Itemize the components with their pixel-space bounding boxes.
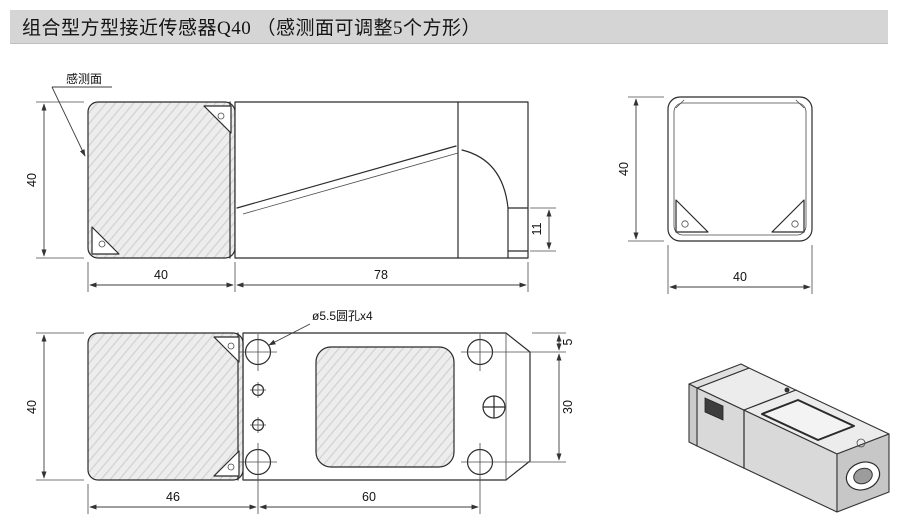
side-dim-step-text: 11 bbox=[530, 222, 544, 235]
front-corner-mark-left bbox=[675, 199, 709, 233]
front-face-outline bbox=[667, 96, 813, 242]
side-dim-height-text: 40 bbox=[25, 173, 39, 187]
top-dim-hole-spacing-text: 60 bbox=[362, 490, 376, 504]
front-face-inner bbox=[673, 102, 807, 236]
top-dim-head-width-text: 46 bbox=[166, 490, 180, 504]
hole-callout-label: ø5.5圆孔x4 bbox=[312, 309, 373, 323]
side-dim-step: 11 bbox=[530, 207, 556, 252]
iso-face-bezel-side bbox=[688, 383, 698, 447]
side-corner-mark-bottom bbox=[91, 226, 120, 255]
connector-bore bbox=[853, 467, 873, 485]
mounting-hole-top-left bbox=[239, 334, 277, 371]
side-dim-head-width-text: 40 bbox=[154, 268, 168, 282]
top-dim-height: 40 bbox=[25, 332, 84, 481]
hole-callout-leader bbox=[268, 323, 311, 346]
title-bar: 组合型方型接近传感器Q40 （感测面可调整5个方形） bbox=[10, 10, 888, 44]
iso-model-chip bbox=[704, 397, 724, 421]
front-dim-width: 40 bbox=[667, 245, 813, 294]
side-diagonal-edge bbox=[236, 145, 457, 209]
front-dim-height-text: 40 bbox=[617, 162, 631, 176]
hole-callout: ø5.5圆孔x4 bbox=[268, 309, 373, 346]
side-dim-body-width-text: 78 bbox=[374, 268, 388, 282]
top-corner-screw-top bbox=[227, 342, 235, 350]
front-corner-seam-tl bbox=[675, 99, 685, 109]
top-view: ø5.5圆孔x4 40 46 60 bbox=[25, 309, 575, 514]
side-dim-height: 40 bbox=[25, 101, 84, 259]
top-dim-right: 5 30 bbox=[499, 332, 575, 463]
side-corner-screw-top bbox=[217, 112, 225, 120]
side-view: 感测面 40 40 78 bbox=[25, 71, 556, 292]
iso-head-seam-top bbox=[743, 389, 797, 411]
side-sensing-head bbox=[87, 101, 236, 259]
iso-view bbox=[688, 363, 890, 513]
front-dim-width-text: 40 bbox=[733, 270, 747, 284]
mounting-hole-bottom-left bbox=[239, 443, 277, 479]
iso-indicator-dot bbox=[784, 387, 790, 393]
front-corner-screw-right bbox=[791, 220, 799, 228]
top-corner-screw-bottom bbox=[227, 463, 235, 471]
mounting-hole-top-right bbox=[461, 334, 499, 371]
side-corner-arc bbox=[461, 149, 509, 209]
iso-connector bbox=[845, 461, 881, 491]
front-corner-screw-left bbox=[681, 220, 689, 228]
top-sensing-head bbox=[87, 332, 244, 481]
front-view: 40 40 bbox=[617, 96, 813, 294]
page-title: 组合型方型接近传感器Q40 （感测面可调整5个方形） bbox=[22, 18, 481, 39]
top-dim-edge-offset-text: 5 bbox=[561, 338, 575, 345]
iso-label-plate bbox=[761, 399, 855, 441]
sensing-face-callout: 感测面 bbox=[51, 71, 112, 157]
side-corner-mark-top bbox=[203, 105, 232, 134]
small-screw-upper bbox=[250, 382, 266, 398]
front-dim-height: 40 bbox=[617, 96, 664, 242]
top-dim-height-text: 40 bbox=[25, 400, 39, 414]
iso-end-screw bbox=[856, 438, 866, 448]
side-body bbox=[234, 101, 529, 259]
side-dim-widths: 40 78 bbox=[87, 262, 529, 292]
mounting-hole-bottom-right bbox=[461, 443, 499, 479]
front-corner-mark-right bbox=[771, 199, 805, 233]
side-corner-screw-bottom bbox=[98, 240, 106, 248]
small-screw-lower bbox=[250, 417, 266, 433]
top-dim-row-spacing-text: 30 bbox=[561, 400, 575, 414]
sensing-face-leader bbox=[51, 86, 86, 157]
side-diagonal-edge-2 bbox=[242, 152, 459, 215]
front-corner-seam-tr bbox=[795, 99, 805, 109]
top-sensing-window bbox=[315, 346, 455, 468]
top-dim-widths: 46 60 bbox=[87, 477, 481, 514]
cover-screw bbox=[482, 395, 506, 419]
sensing-face-label: 感测面 bbox=[66, 71, 102, 86]
